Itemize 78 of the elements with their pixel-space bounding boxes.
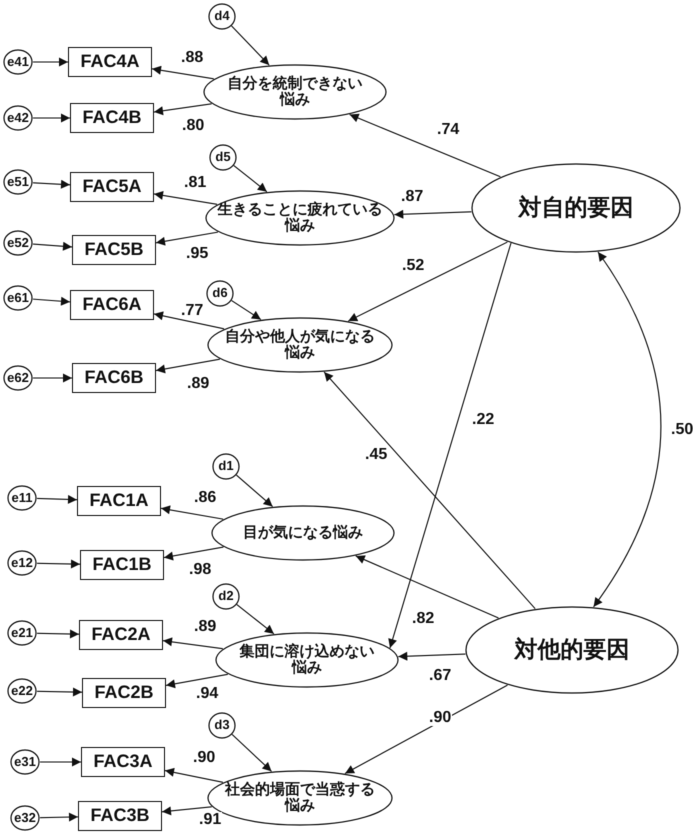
observed-variable-box: FAC4A [68,47,152,77]
arrow [344,684,508,774]
error-circle: e62 [3,365,33,391]
observed-variable-box: FAC2A [79,620,163,650]
arrow [160,505,224,520]
observed-variable-box: FAC4B [70,103,154,133]
arrow [166,674,228,688]
arrow [36,629,80,638]
arrow [33,374,72,382]
arrow [162,637,223,650]
latent-factor-ellipse: 生きることに疲れている悩み [205,190,395,246]
path-coefficient: .90 [428,710,452,726]
arrow [593,252,662,608]
error-circle: e21 [7,620,37,646]
latent-factor-ellipse: 対自的要因 [471,163,681,253]
observed-variable-box: FAC3B [78,801,162,831]
arrow [154,103,212,116]
arrow [36,688,82,696]
arrow [162,806,212,816]
latent-factor-ellipse: 目が気になる悩み [211,505,395,561]
observed-variable-box: FAC6B [72,363,156,393]
arrow [349,114,501,178]
arrow [32,180,70,189]
arrow [356,555,499,619]
arrow [324,372,536,610]
arrow [232,734,272,772]
arrow [398,652,466,661]
arrow [156,358,220,374]
arrow [236,474,273,507]
arrow [156,232,218,246]
arrow [154,311,224,330]
arrow [348,242,508,322]
error-circle: e42 [3,105,33,131]
latent-factor-ellipse: 自分を統制できない悩み [203,64,387,120]
disturbance-circle: d1 [212,452,240,480]
observed-variable-box: FAC3A [81,747,165,777]
arrow [154,190,218,205]
arrow [32,296,70,306]
error-circle: e41 [3,49,33,75]
arrow [36,559,80,568]
arrow [388,242,512,648]
disturbance-circle: d5 [209,144,237,170]
arrow [164,768,224,783]
error-circle: e31 [10,749,40,775]
error-circle: e61 [3,285,33,311]
error-circle: e11 [7,485,37,511]
arrow [394,210,472,219]
arrow [32,242,72,251]
arrow [40,758,81,766]
arrow [33,114,70,122]
disturbance-circle: d6 [206,280,234,306]
observed-variable-box: FAC6A [70,290,154,320]
observed-variable-box: FAC1A [77,486,161,516]
arrow [152,66,214,80]
arrow [231,26,270,66]
disturbance-circle: d3 [208,712,236,738]
latent-factor-ellipse: 対他的要因 [465,606,679,694]
observed-variable-box: FAC2B [82,678,166,708]
latent-factor-ellipse: 集団に溶け込めない悩み [215,632,399,688]
arrow [36,494,78,504]
error-circle: e51 [3,169,33,195]
arrow [164,546,224,560]
disturbance-circle: d2 [212,582,240,610]
arrow [231,300,262,320]
disturbance-circle: d4 [208,2,236,30]
arrow [33,58,68,66]
error-circle: e32 [10,805,40,831]
arrow [40,812,78,822]
observed-variable-box: FAC5B [72,235,156,265]
arrow [233,165,268,192]
latent-factor-ellipse: 自分や他人が気になる悩み [207,317,393,373]
arrow [236,604,274,634]
error-circle: e52 [3,230,33,256]
error-circle: e12 [7,550,37,576]
path-coefficient: .77 [180,303,204,319]
observed-variable-box: FAC1B [80,550,164,580]
error-circle: e22 [7,678,37,704]
observed-variable-box: FAC5A [70,172,154,202]
